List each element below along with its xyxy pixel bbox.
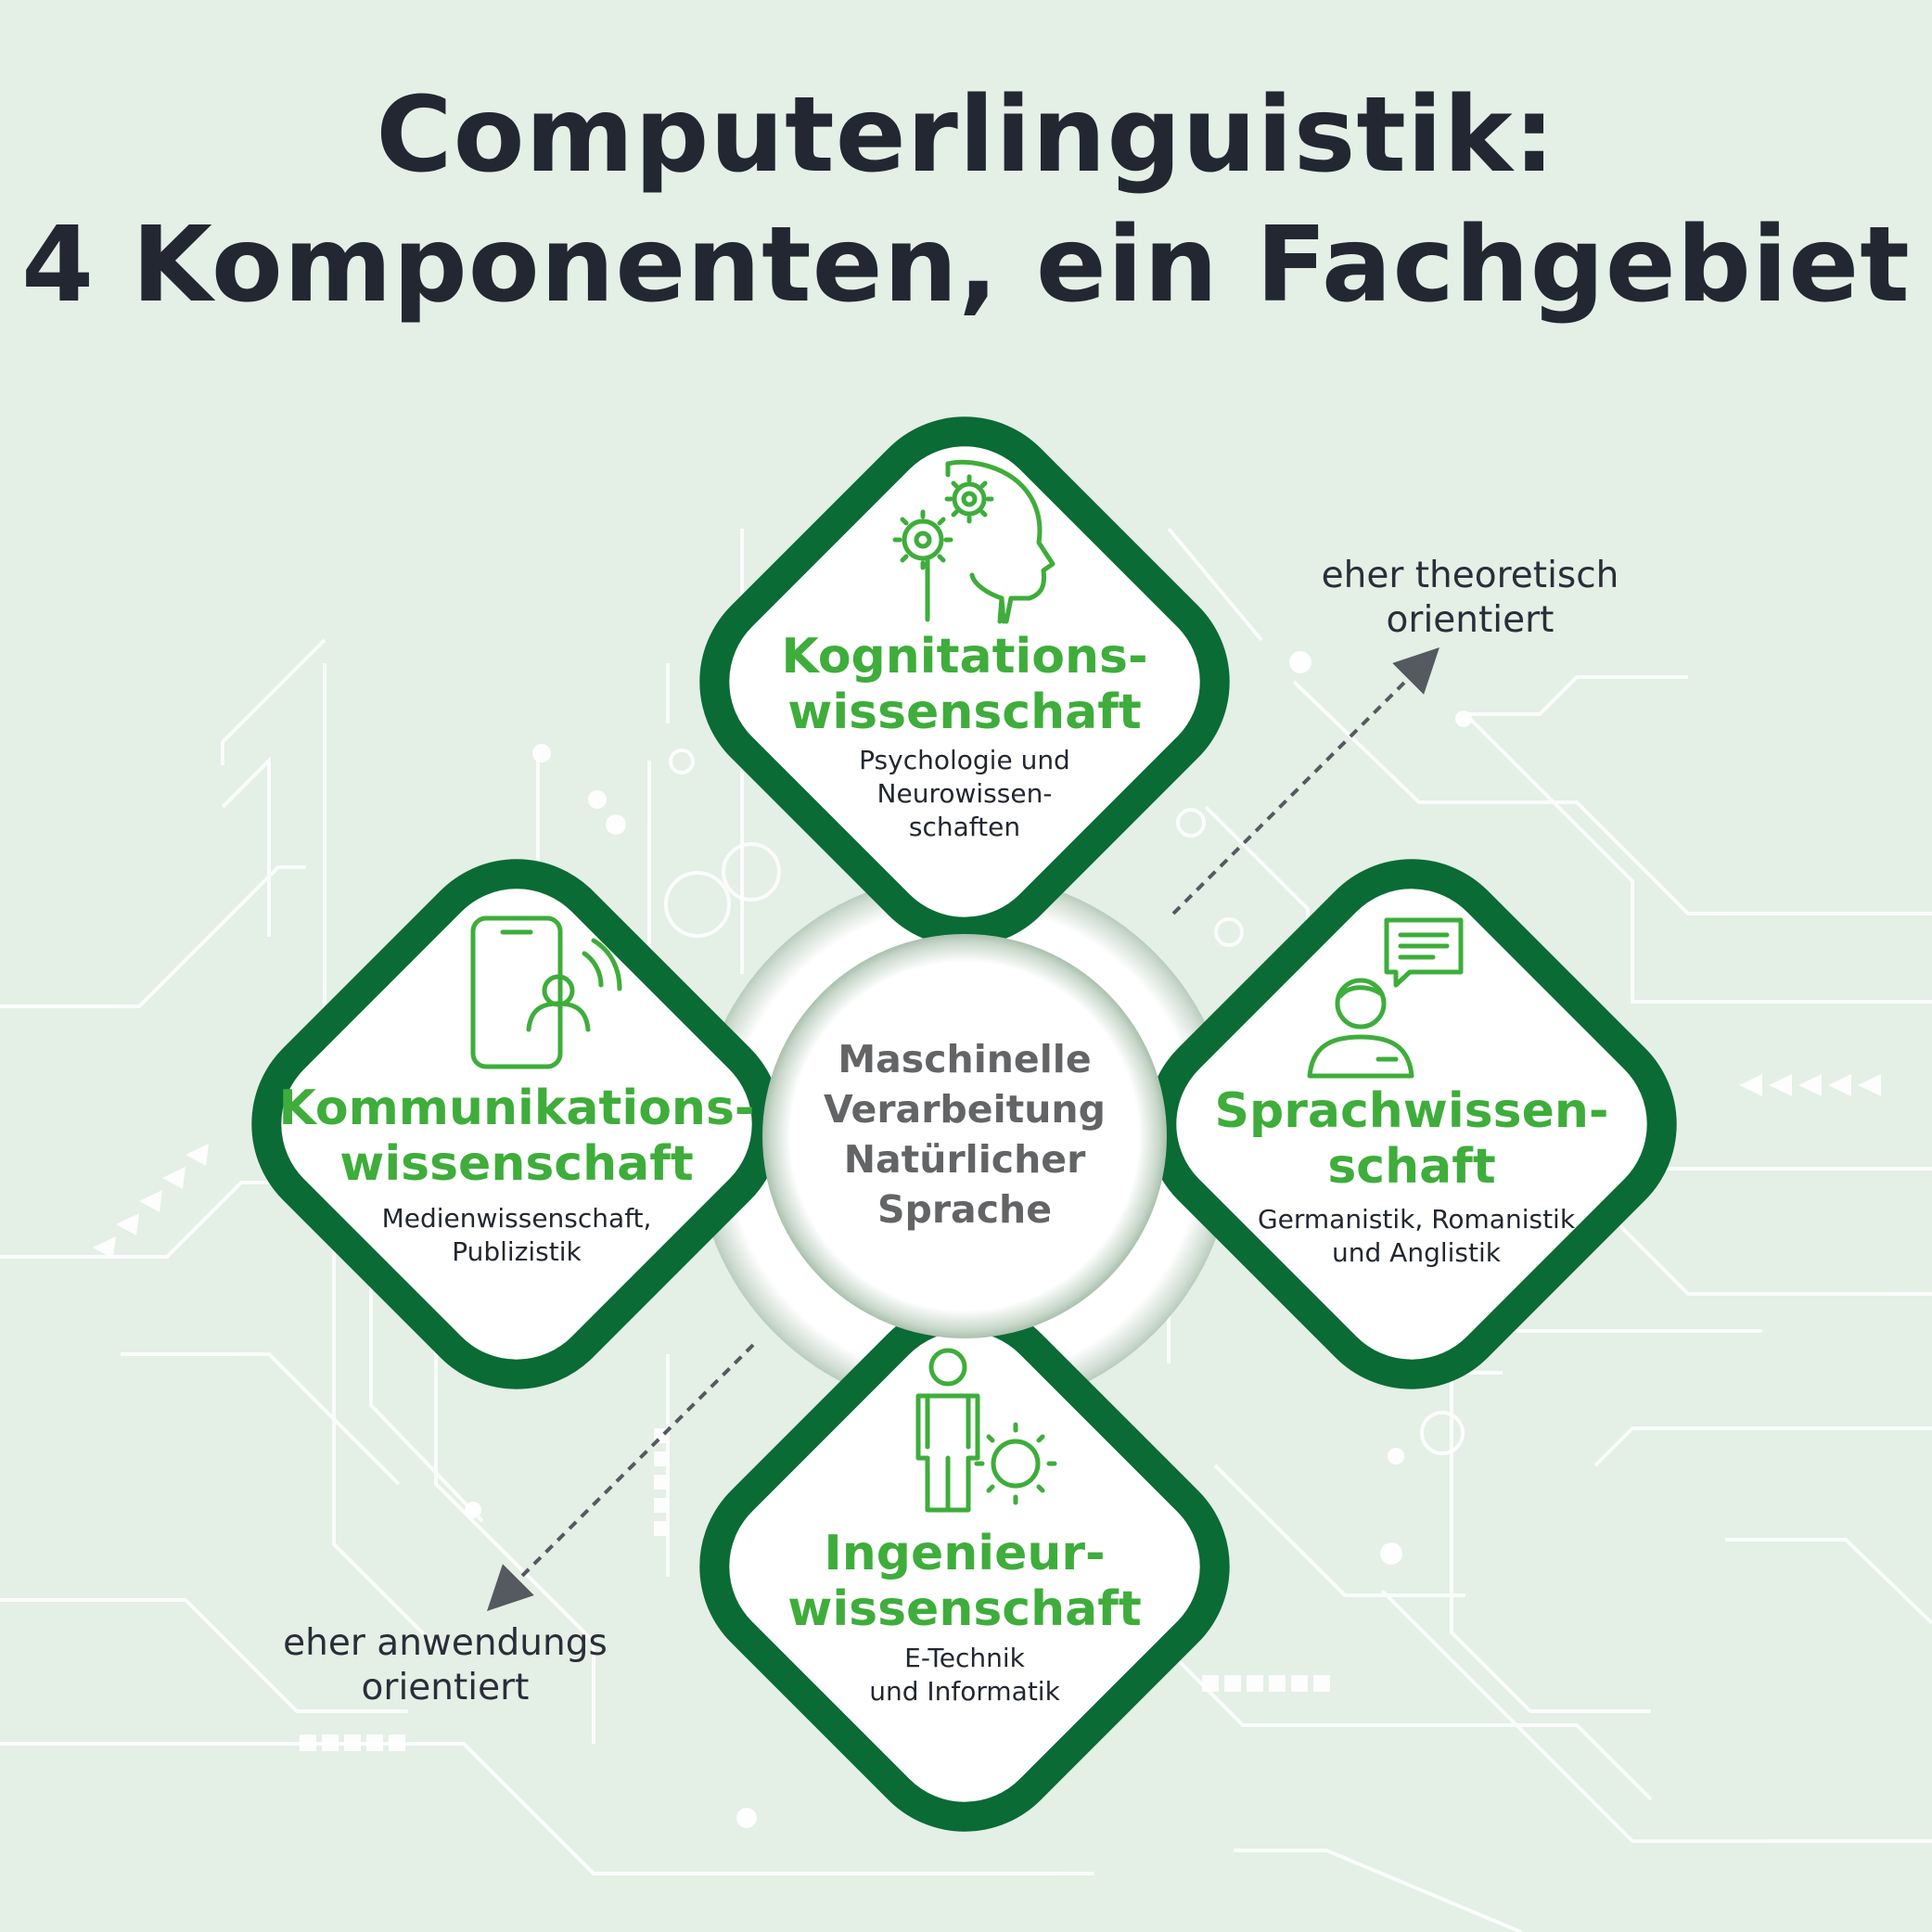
center-label-line: Verarbeitung: [824, 1087, 1106, 1132]
component-title-communication: Kommunikations- wissenschaft: [257, 1081, 776, 1192]
applied-note: eher anwendungs orientiert: [250, 1621, 640, 1710]
title-line: Kommunikations-: [278, 1081, 755, 1136]
center-label-line: Maschinelle: [838, 1037, 1092, 1081]
title-line: Sprachwissen-: [1214, 1083, 1609, 1139]
component-title-engineering: Ingenieur- wissenschaft: [733, 1526, 1196, 1637]
title-line: wissenschaft: [339, 1136, 694, 1192]
speaker-chat-icon: [1307, 917, 1464, 1079]
note-line: eher theoretisch: [1321, 555, 1619, 596]
subtitle-line: Germanistik, Romanistik: [1257, 1204, 1576, 1235]
center-label-line: Sprache: [876, 1187, 1053, 1232]
subtitle-line: Publizistik: [452, 1236, 582, 1267]
applied-arrow: [487, 1343, 755, 1611]
component-subtitle-linguistics: Germanistik, Romanistik und Anglistik: [1222, 1203, 1611, 1270]
diamond-bottom: [699, 1301, 1230, 1832]
title-line: wissenschaft: [787, 1581, 1142, 1637]
diamond-top: [699, 416, 1230, 947]
component-subtitle-communication: Medienwissenschaft, Publizistik: [331, 1202, 702, 1269]
diamond-right: [1146, 859, 1677, 1389]
center-label: Maschinelle Verarbeitung Natürlicher Spr…: [770, 1034, 1159, 1235]
theoretical-arrow: [1171, 647, 1439, 915]
subtitle-line: und Anglistik: [1332, 1237, 1501, 1268]
diamond-left: [251, 859, 782, 1389]
title-line: wissenschaft: [787, 685, 1142, 740]
note-line: orientiert: [1386, 599, 1555, 641]
subtitle-line: Medienwissenschaft,: [381, 1203, 652, 1234]
subtitle-line: schaften: [908, 812, 1021, 842]
subtitle-line: Psychologie und: [859, 745, 1070, 775]
title-line: Ingenieur-: [824, 1526, 1106, 1581]
page-title-line-2: 4 Komponenten, ein Fachgebiet: [21, 205, 1911, 326]
subtitle-line: Neurowissen-: [876, 778, 1053, 809]
title-line: Kognitations-: [781, 629, 1148, 685]
head-gears-icon: [892, 459, 1056, 624]
title-line: schaft: [1327, 1139, 1496, 1195]
note-line: orientiert: [361, 1667, 530, 1708]
subtitle-line: E-Technik: [904, 1643, 1025, 1673]
page-title-line-1: Computerlinguistik:: [376, 75, 1556, 196]
component-subtitle-engineering: E-Technik und Informatik: [779, 1642, 1150, 1708]
smartphone-user-icon: [470, 915, 622, 1069]
component-subtitle-cognitive: Psychologie und Neurowissen- schaften: [779, 744, 1150, 844]
component-title-linguistics: Sprachwissen- schaft: [1180, 1083, 1644, 1195]
component-title-cognitive: Kognitations- wissenschaft: [733, 629, 1196, 740]
center-circle: [762, 934, 1167, 1338]
note-line: eher anwendungs: [283, 1622, 608, 1664]
person-gear-icon: [915, 1348, 1057, 1513]
center-label-line: Natürlicher: [843, 1137, 1086, 1182]
theoretical-note: eher theoretisch orientiert: [1275, 554, 1665, 643]
subtitle-line: und Informatik: [869, 1676, 1060, 1707]
